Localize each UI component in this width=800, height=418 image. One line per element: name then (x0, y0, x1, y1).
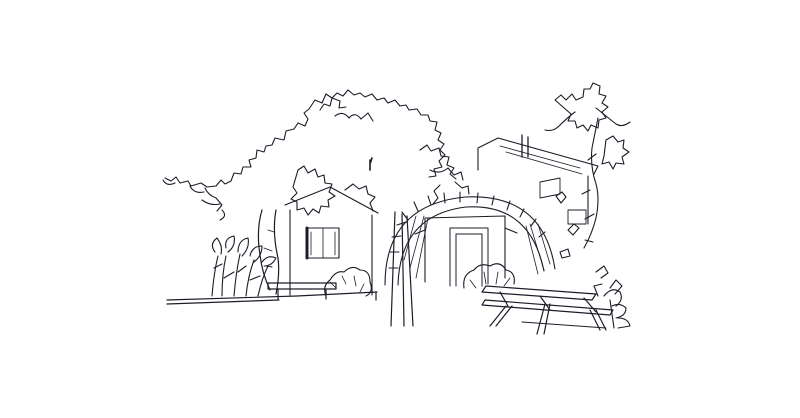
ground (166, 291, 378, 305)
right-building (477, 134, 599, 225)
shrubs (211, 235, 515, 297)
table-plant (603, 289, 631, 329)
arched-cellar-entrance (384, 191, 556, 287)
cottage (284, 186, 379, 296)
young-tree (544, 82, 631, 297)
picnic-table-top (481, 285, 597, 301)
sapling-stakes (390, 211, 414, 327)
picnic-table-bench (481, 299, 614, 316)
tree-canopy (162, 89, 470, 295)
picnic-table (481, 285, 614, 335)
